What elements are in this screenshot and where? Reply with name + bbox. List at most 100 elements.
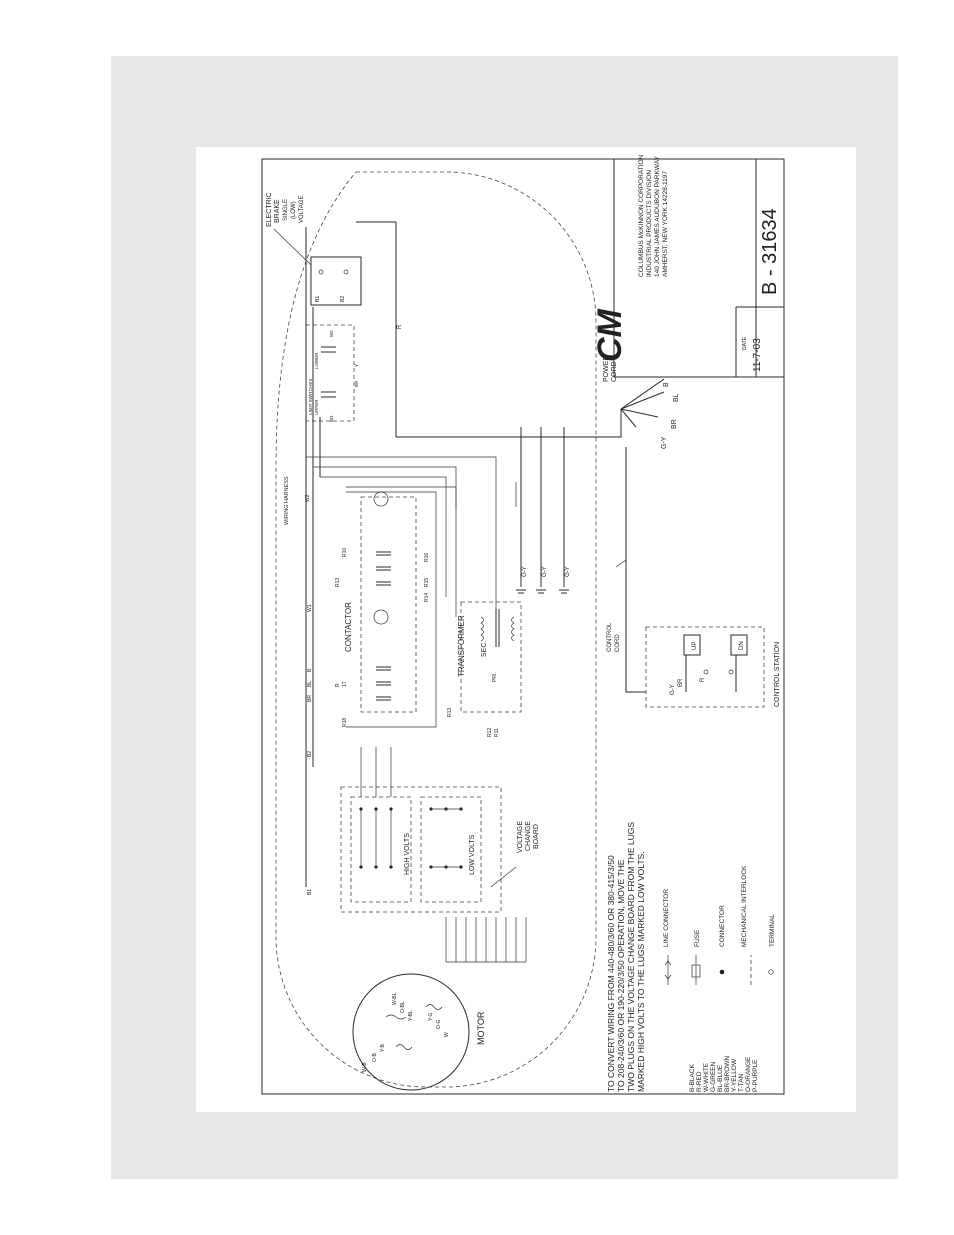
- wiring-harness-label: WIRING HARNESS: [284, 476, 290, 525]
- svg-text:B: B: [663, 382, 670, 387]
- svg-text:B2: B2: [340, 296, 346, 302]
- motor-windings: [385, 1004, 443, 1050]
- line-connector-symbol: [664, 955, 672, 985]
- svg-text:Y-YELLOW: Y-YELLOW: [731, 1058, 738, 1092]
- voltage-board-terminals: [359, 807, 463, 869]
- svg-text:VOLTAGE: VOLTAGE: [299, 196, 305, 223]
- fuse-symbol: [691, 955, 701, 985]
- drawing-border: [261, 158, 785, 1095]
- contactor-label: CONTACTOR: [344, 602, 353, 652]
- svg-text:CHANGE: CHANGE: [525, 821, 532, 851]
- svg-text:W-WHITE: W-WHITE: [703, 1062, 710, 1092]
- svg-text:TO 208-240/3/60 OR 190-220/3/5: TO 208-240/3/60 OR 190-220/3/50 OPERATIO…: [616, 859, 626, 1092]
- svg-text:MOTOR: MOTOR: [476, 1011, 486, 1045]
- svg-text:R15: R15: [424, 578, 430, 587]
- svg-text:SINGLE: SINGLE: [283, 199, 289, 221]
- svg-text:B1: B1: [315, 296, 321, 302]
- control-station-label: CONTROL STATION: [774, 642, 781, 707]
- svg-text:HIGH VOLTS: HIGH VOLTS: [404, 833, 411, 875]
- svg-text:POWER: POWER: [603, 356, 610, 382]
- svg-text:G-GREEN: G-GREEN: [710, 1061, 717, 1092]
- svg-text:UPPER: UPPER: [314, 399, 319, 415]
- svg-text:140 JOHN JAMES AUDUBON PARKWAY: 140 JOHN JAMES AUDUBON PARKWAY: [654, 155, 661, 277]
- svg-text:BR: BR: [678, 678, 684, 687]
- svg-text:ELECTRIC: ELECTRIC: [266, 192, 273, 227]
- transformer: [460, 601, 522, 713]
- svg-text:R13: R13: [335, 578, 341, 587]
- svg-text:BR: BR: [671, 419, 678, 429]
- svg-text:W1: W1: [307, 604, 313, 612]
- svg-text:CM: CM: [591, 308, 629, 362]
- svg-text:O-BL: O-BL: [400, 1001, 406, 1013]
- svg-text:R11: R11: [494, 728, 500, 737]
- dn-pushbutton: [730, 634, 748, 656]
- hoist-enclosure-outline: [275, 171, 597, 1088]
- svg-text:R18: R18: [342, 718, 348, 727]
- ground-connections: G-Y G-Y G-Y: [516, 427, 571, 594]
- motor: [352, 973, 470, 1091]
- svg-text:W-B: W-B: [362, 1062, 368, 1072]
- svg-text:BL-BLUE: BL-BLUE: [717, 1064, 724, 1092]
- company-address: COLUMBUS McKINNON CORPORATION INDUSTRIAL…: [638, 154, 669, 277]
- svg-text:Y: Y: [354, 364, 359, 367]
- svg-text:CONTACTOR: CONTACTOR: [344, 602, 353, 652]
- svg-text:TO CONVERT WIRING FROM 440-480: TO CONVERT WIRING FROM 440-480/3/60 OR 3…: [606, 855, 616, 1092]
- svg-text:BOARD: BOARD: [533, 824, 540, 849]
- svg-text:INDUSTRIAL PRODUCTS DIVISION: INDUSTRIAL PRODUCTS DIVISION: [646, 170, 653, 277]
- svg-text:B1: B1: [307, 889, 313, 895]
- svg-text:R16: R16: [424, 553, 430, 562]
- wiring-diagram: CM COLUMBUS McKINNON CORPORATION INDUSTR…: [261, 154, 785, 1095]
- connector-symbol: [719, 969, 725, 975]
- voltage-change-board-label: VOLTAGE CHANGE BOARD: [517, 821, 540, 853]
- svg-text:B - 31634: B - 31634: [759, 208, 781, 295]
- svg-text:MECHANICAL INTERLOCK: MECHANICAL INTERLOCK: [741, 865, 748, 947]
- motor-wire-labels: W-B O-B Y-B W-BL O-BL Y-BL W O-G Y-G: [362, 992, 450, 1072]
- svg-text:BL: BL: [307, 681, 313, 687]
- harness-wire-labels: B BL BR W1 B2 R13 R10 W2 R 17 R18 B1 R16…: [305, 494, 500, 895]
- svg-text:VOLTAGE: VOLTAGE: [517, 821, 524, 853]
- contactor-contacts: [376, 551, 391, 701]
- svg-text:G-Y: G-Y: [565, 566, 571, 577]
- high-volts-section: [350, 796, 412, 903]
- drawing-number: B - 31634: [759, 208, 781, 295]
- power-cord: [620, 378, 665, 410]
- svg-text:WIRING HARNESS: WIRING HARNESS: [284, 476, 290, 525]
- date-field: DATE 11-7-03: [742, 336, 763, 372]
- svg-text:DATE: DATE: [742, 336, 748, 350]
- svg-text:BR: BR: [354, 380, 359, 387]
- control-station: [645, 626, 765, 708]
- svg-text:W-BL: W-BL: [392, 992, 398, 1005]
- svg-text:BRAKE: BRAKE: [274, 199, 281, 223]
- color-key: B-BLACK R-RED W-WHITE G-GREEN BL-BLUE BR…: [689, 1056, 759, 1092]
- control-cord-label: CONTROL CORD: [607, 622, 621, 652]
- svg-text:CONNECTOR: CONNECTOR: [719, 905, 726, 947]
- control-cord: [625, 447, 646, 693]
- motor-label: MOTOR: [476, 1011, 486, 1045]
- svg-text:TERMINAL: TERMINAL: [769, 914, 776, 947]
- svg-text:AMHERST, NEW YORK 14228-1197: AMHERST, NEW YORK 14228-1197: [662, 171, 669, 277]
- contactor-coil-dn: [373, 491, 389, 507]
- svg-text:W2: W2: [329, 330, 334, 337]
- svg-text:O-ORANGE: O-ORANGE: [745, 1056, 752, 1092]
- svg-text:B-BLACK: B-BLACK: [689, 1064, 696, 1092]
- svg-text:SEC.: SEC.: [481, 641, 488, 657]
- contactor-coil-up: [373, 609, 389, 625]
- motor-lead-bus: [445, 917, 527, 963]
- svg-text:CONTROL STATION: CONTROL STATION: [774, 642, 781, 707]
- svg-text:TRANSFORMER: TRANSFORMER: [457, 615, 466, 677]
- svg-text:MARKED HIGH VOLTS TO THE LUGS: MARKED HIGH VOLTS TO THE LUGS MARKED LOW…: [636, 851, 646, 1092]
- svg-text:P-PURPLE: P-PURPLE: [752, 1059, 759, 1092]
- svg-text:Y-BL: Y-BL: [408, 1010, 414, 1021]
- svg-text:O-B: O-B: [372, 1052, 378, 1062]
- svg-text:Y-B: Y-B: [380, 1043, 386, 1052]
- svg-text:T-TAN: T-TAN: [738, 1073, 745, 1092]
- svg-text:R: R: [700, 677, 706, 682]
- svg-text:G-Y: G-Y: [522, 566, 528, 577]
- electric-brake-label: ELECTRIC BRAKE SINGLE (LOW) VOLTAGE: [266, 192, 305, 227]
- svg-text:CORD: CORD: [615, 634, 621, 652]
- low-volts-section: [420, 796, 482, 903]
- svg-text:W1: W1: [329, 415, 334, 422]
- symbol-legend: LINE CONNECTOR FUSE CONNECTOR MECHANICAL…: [663, 865, 776, 985]
- svg-text:COLUMBUS McKINNON CORPORATION: COLUMBUS McKINNON CORPORATION: [638, 154, 645, 277]
- svg-text:(LOW): (LOW): [291, 201, 297, 219]
